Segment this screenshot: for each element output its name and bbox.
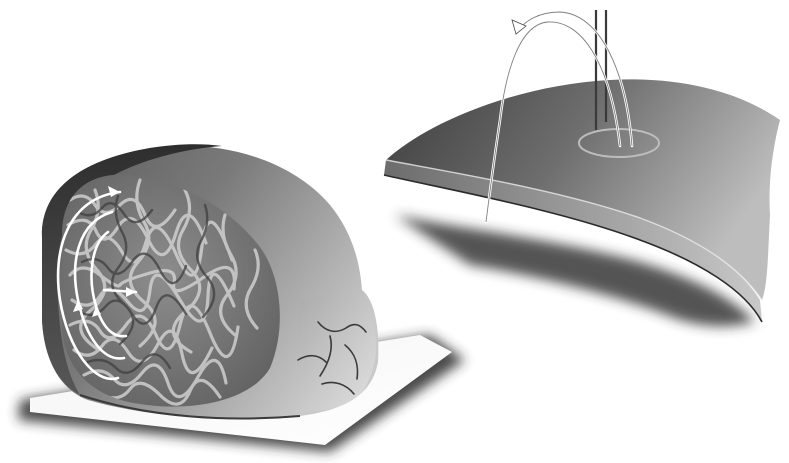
field-arrowhead-icon [512,20,526,34]
patch-panel [384,10,780,326]
head-panel [18,144,465,452]
